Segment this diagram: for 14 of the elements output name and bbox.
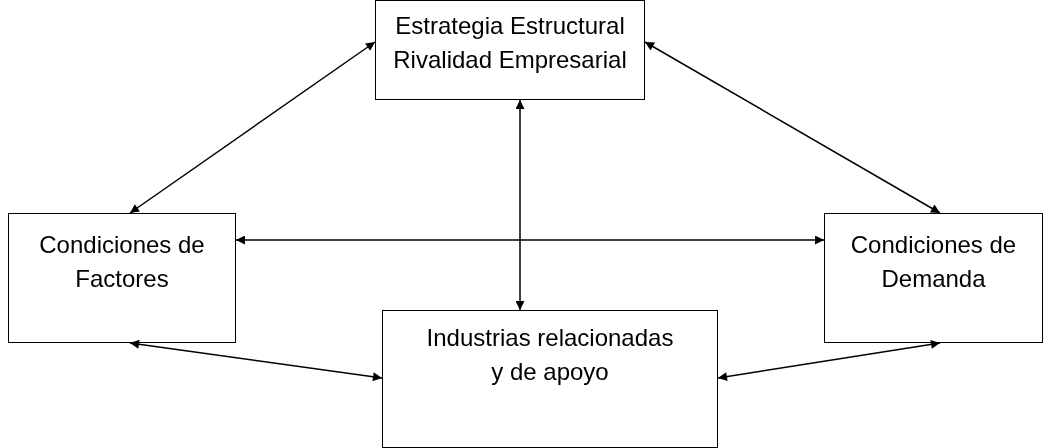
process-box (375, 0, 645, 100)
box-label: Condiciones de Factores (38, 230, 206, 294)
process-box (382, 310, 718, 448)
box-label: Industrias relacionadas y de apoyo (425, 323, 675, 387)
process-box (824, 213, 1043, 343)
box-label: Estrategia Estructural Rivalidad Empresarial (392, 11, 628, 75)
double-arrow (235, 235, 825, 245)
double-arrow (129, 339, 383, 382)
process-box (8, 213, 236, 343)
double-arrow (717, 339, 941, 382)
double-arrow (644, 41, 941, 214)
box-label: Condiciones de Demanda (849, 230, 1018, 294)
double-arrow (515, 99, 525, 311)
double-arrow (129, 41, 376, 214)
